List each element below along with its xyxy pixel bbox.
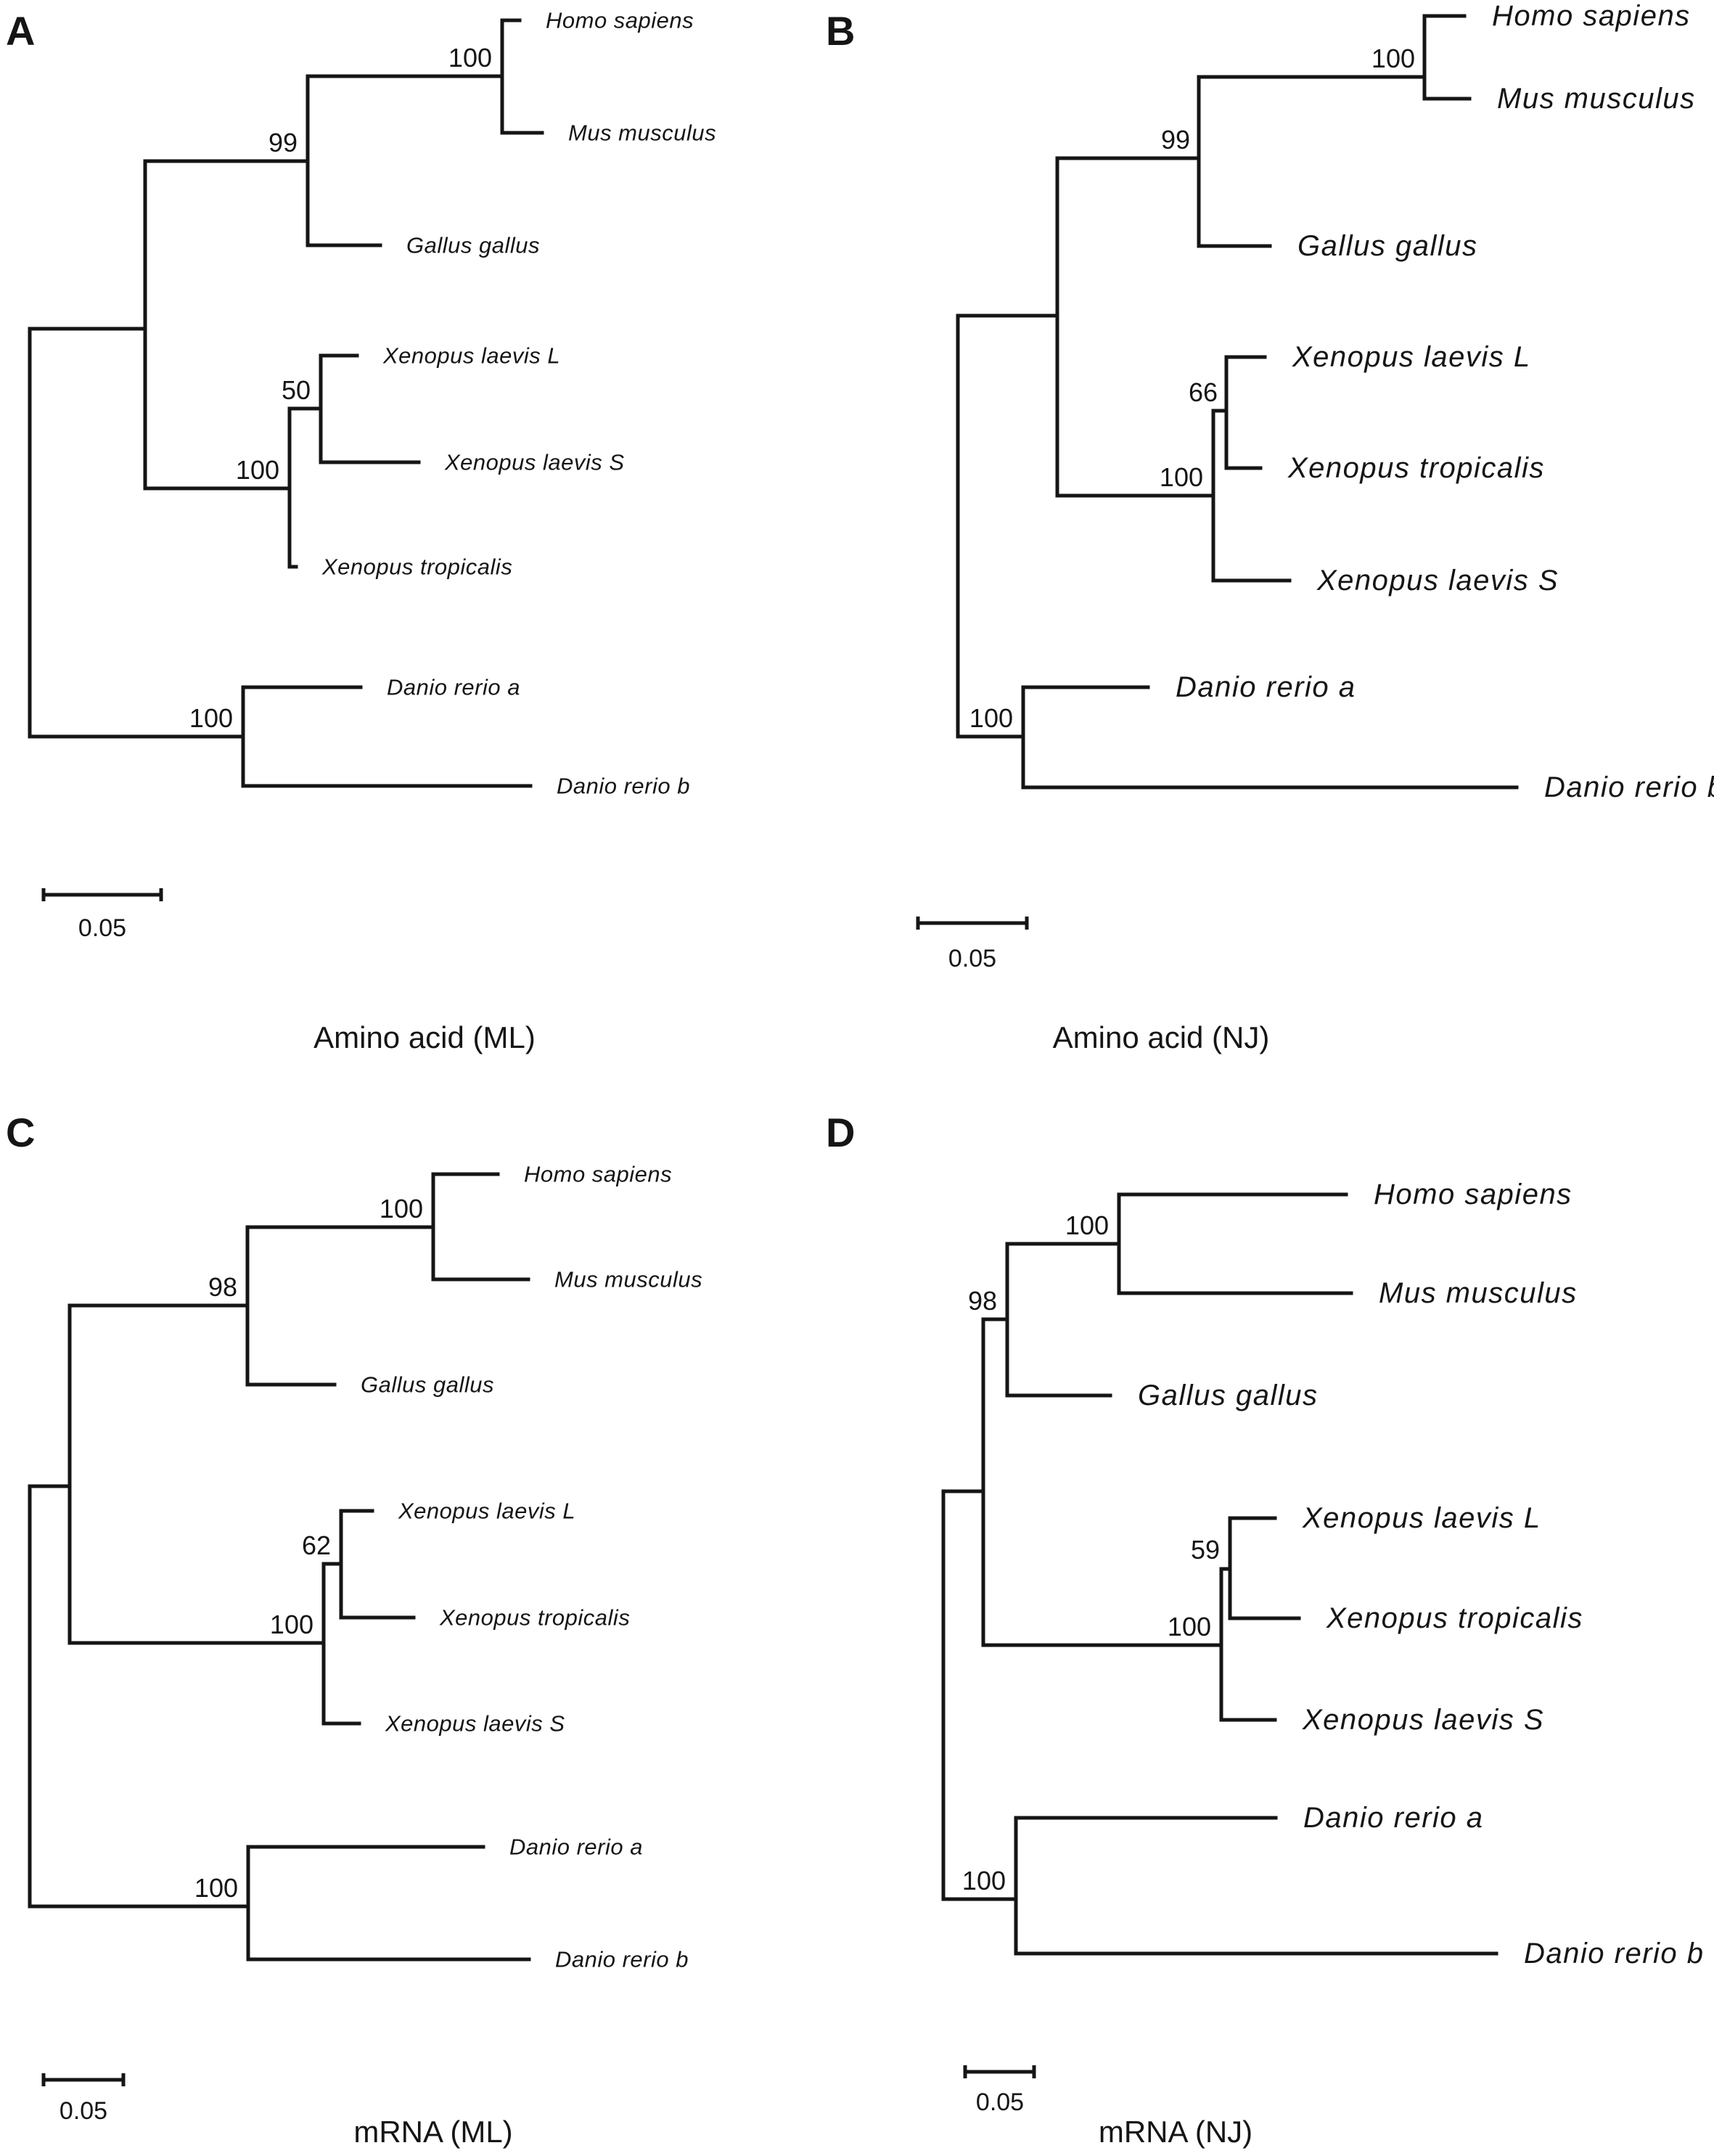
- species-label-xenopus-laevis-s: Xenopus laevis S: [444, 450, 625, 475]
- species-label-xenopus-laevis-l: Xenopus laevis L: [1302, 1502, 1541, 1534]
- scale-bar: 0.05: [916, 917, 1029, 972]
- panel-caption: Amino acid (ML): [313, 1020, 536, 1054]
- bootstrap-value: 100: [380, 1194, 423, 1223]
- panel-caption: Amino acid (NJ): [1053, 1020, 1270, 1054]
- species-label-danio-rerio-a: Danio rerio a: [509, 1835, 643, 1860]
- bootstrap-value: 98: [208, 1272, 237, 1302]
- species-label-homo-sapiens: Homo sapiens: [1374, 1179, 1572, 1210]
- bootstrap-value: 50: [282, 375, 311, 405]
- bootstrap-value: 99: [1161, 125, 1190, 155]
- bootstrap-value: 100: [1160, 462, 1203, 492]
- species-label-danio-rerio-a: Danio rerio a: [387, 675, 520, 700]
- scale-bar-label: 0.05: [976, 2089, 1024, 2116]
- species-label-danio-rerio-b: Danio rerio b: [555, 1947, 689, 1972]
- species-label-danio-rerio-b: Danio rerio b: [1524, 1938, 1705, 1969]
- species-label-xenopus-laevis-l: Xenopus laevis L: [382, 343, 560, 369]
- bootstrap-value: 59: [1191, 1535, 1220, 1565]
- species-label-xenopus-tropicalis: Xenopus tropicalis: [439, 1605, 630, 1631]
- species-label-homo-sapiens: Homo sapiens: [546, 8, 694, 33]
- species-label-mus-musculus: Mus musculus: [1379, 1277, 1578, 1309]
- bootstrap-value: 100: [1371, 44, 1415, 73]
- species-label-homo-sapiens: Homo sapiens: [524, 1162, 672, 1187]
- bootstrap-value: 98: [968, 1286, 997, 1316]
- panel-letter: D: [826, 1110, 855, 1155]
- species-label-xenopus-laevis-s: Xenopus laevis S: [1316, 565, 1559, 597]
- species-label-xenopus-tropicalis: Xenopus tropicalis: [1287, 452, 1545, 484]
- species-label-homo-sapiens: Homo sapiens: [1492, 0, 1691, 32]
- bootstrap-value: 66: [1189, 377, 1218, 407]
- species-label-gallus-gallus: Gallus gallus: [1138, 1380, 1319, 1411]
- bootstrap-value: 100: [969, 703, 1013, 733]
- species-label-xenopus-laevis-l: Xenopus laevis L: [398, 1499, 575, 1524]
- species-label-xenopus-tropicalis: Xenopus tropicalis: [321, 554, 512, 580]
- species-label-gallus-gallus: Gallus gallus: [406, 233, 540, 258]
- bootstrap-value: 99: [268, 128, 298, 157]
- scale-bar: 0.05: [41, 888, 163, 942]
- species-label-danio-rerio-a: Danio rerio a: [1303, 1802, 1484, 1834]
- species-label-gallus-gallus: Gallus gallus: [1297, 230, 1478, 262]
- panel-letter: A: [6, 8, 35, 54]
- panel-letter: C: [6, 1110, 35, 1155]
- panel-letter: B: [826, 8, 855, 54]
- species-label-xenopus-laevis-l: Xenopus laevis L: [1292, 341, 1531, 373]
- panel-caption: mRNA (ML): [353, 2115, 512, 2149]
- species-label-danio-rerio-a: Danio rerio a: [1176, 671, 1356, 703]
- scale-bar: 0.05: [963, 2065, 1036, 2116]
- bootstrap-value: 100: [189, 703, 233, 733]
- species-label-xenopus-laevis-s: Xenopus laevis S: [385, 1711, 565, 1737]
- species-label-xenopus-laevis-s: Xenopus laevis S: [1302, 1704, 1544, 1736]
- species-label-mus-musculus: Mus musculus: [568, 120, 716, 146]
- bootstrap-value: 100: [962, 1866, 1006, 1895]
- species-label-xenopus-tropicalis: Xenopus tropicalis: [1326, 1602, 1583, 1634]
- scale-bar-label: 0.05: [948, 945, 996, 972]
- species-label-gallus-gallus: Gallus gallus: [361, 1372, 494, 1398]
- bootstrap-value: 100: [236, 455, 279, 485]
- species-label-mus-musculus: Mus musculus: [554, 1267, 702, 1292]
- scale-bar: 0.05: [41, 2073, 126, 2125]
- bootstrap-value: 100: [1168, 1612, 1211, 1641]
- bootstrap-value: 100: [194, 1873, 238, 1903]
- bootstrap-value: 100: [448, 43, 492, 73]
- panel-caption: mRNA (NJ): [1099, 2115, 1252, 2149]
- species-label-danio-rerio-b: Danio rerio b: [557, 774, 690, 799]
- scale-bar-label: 0.05: [78, 914, 126, 942]
- species-label-danio-rerio-b: Danio rerio b: [1544, 771, 1714, 803]
- scale-bar-label: 0.05: [60, 2097, 107, 2125]
- bootstrap-value: 100: [270, 1610, 313, 1639]
- bootstrap-value: 62: [302, 1530, 331, 1560]
- bootstrap-value: 100: [1065, 1210, 1109, 1240]
- species-label-mus-musculus: Mus musculus: [1497, 83, 1696, 115]
